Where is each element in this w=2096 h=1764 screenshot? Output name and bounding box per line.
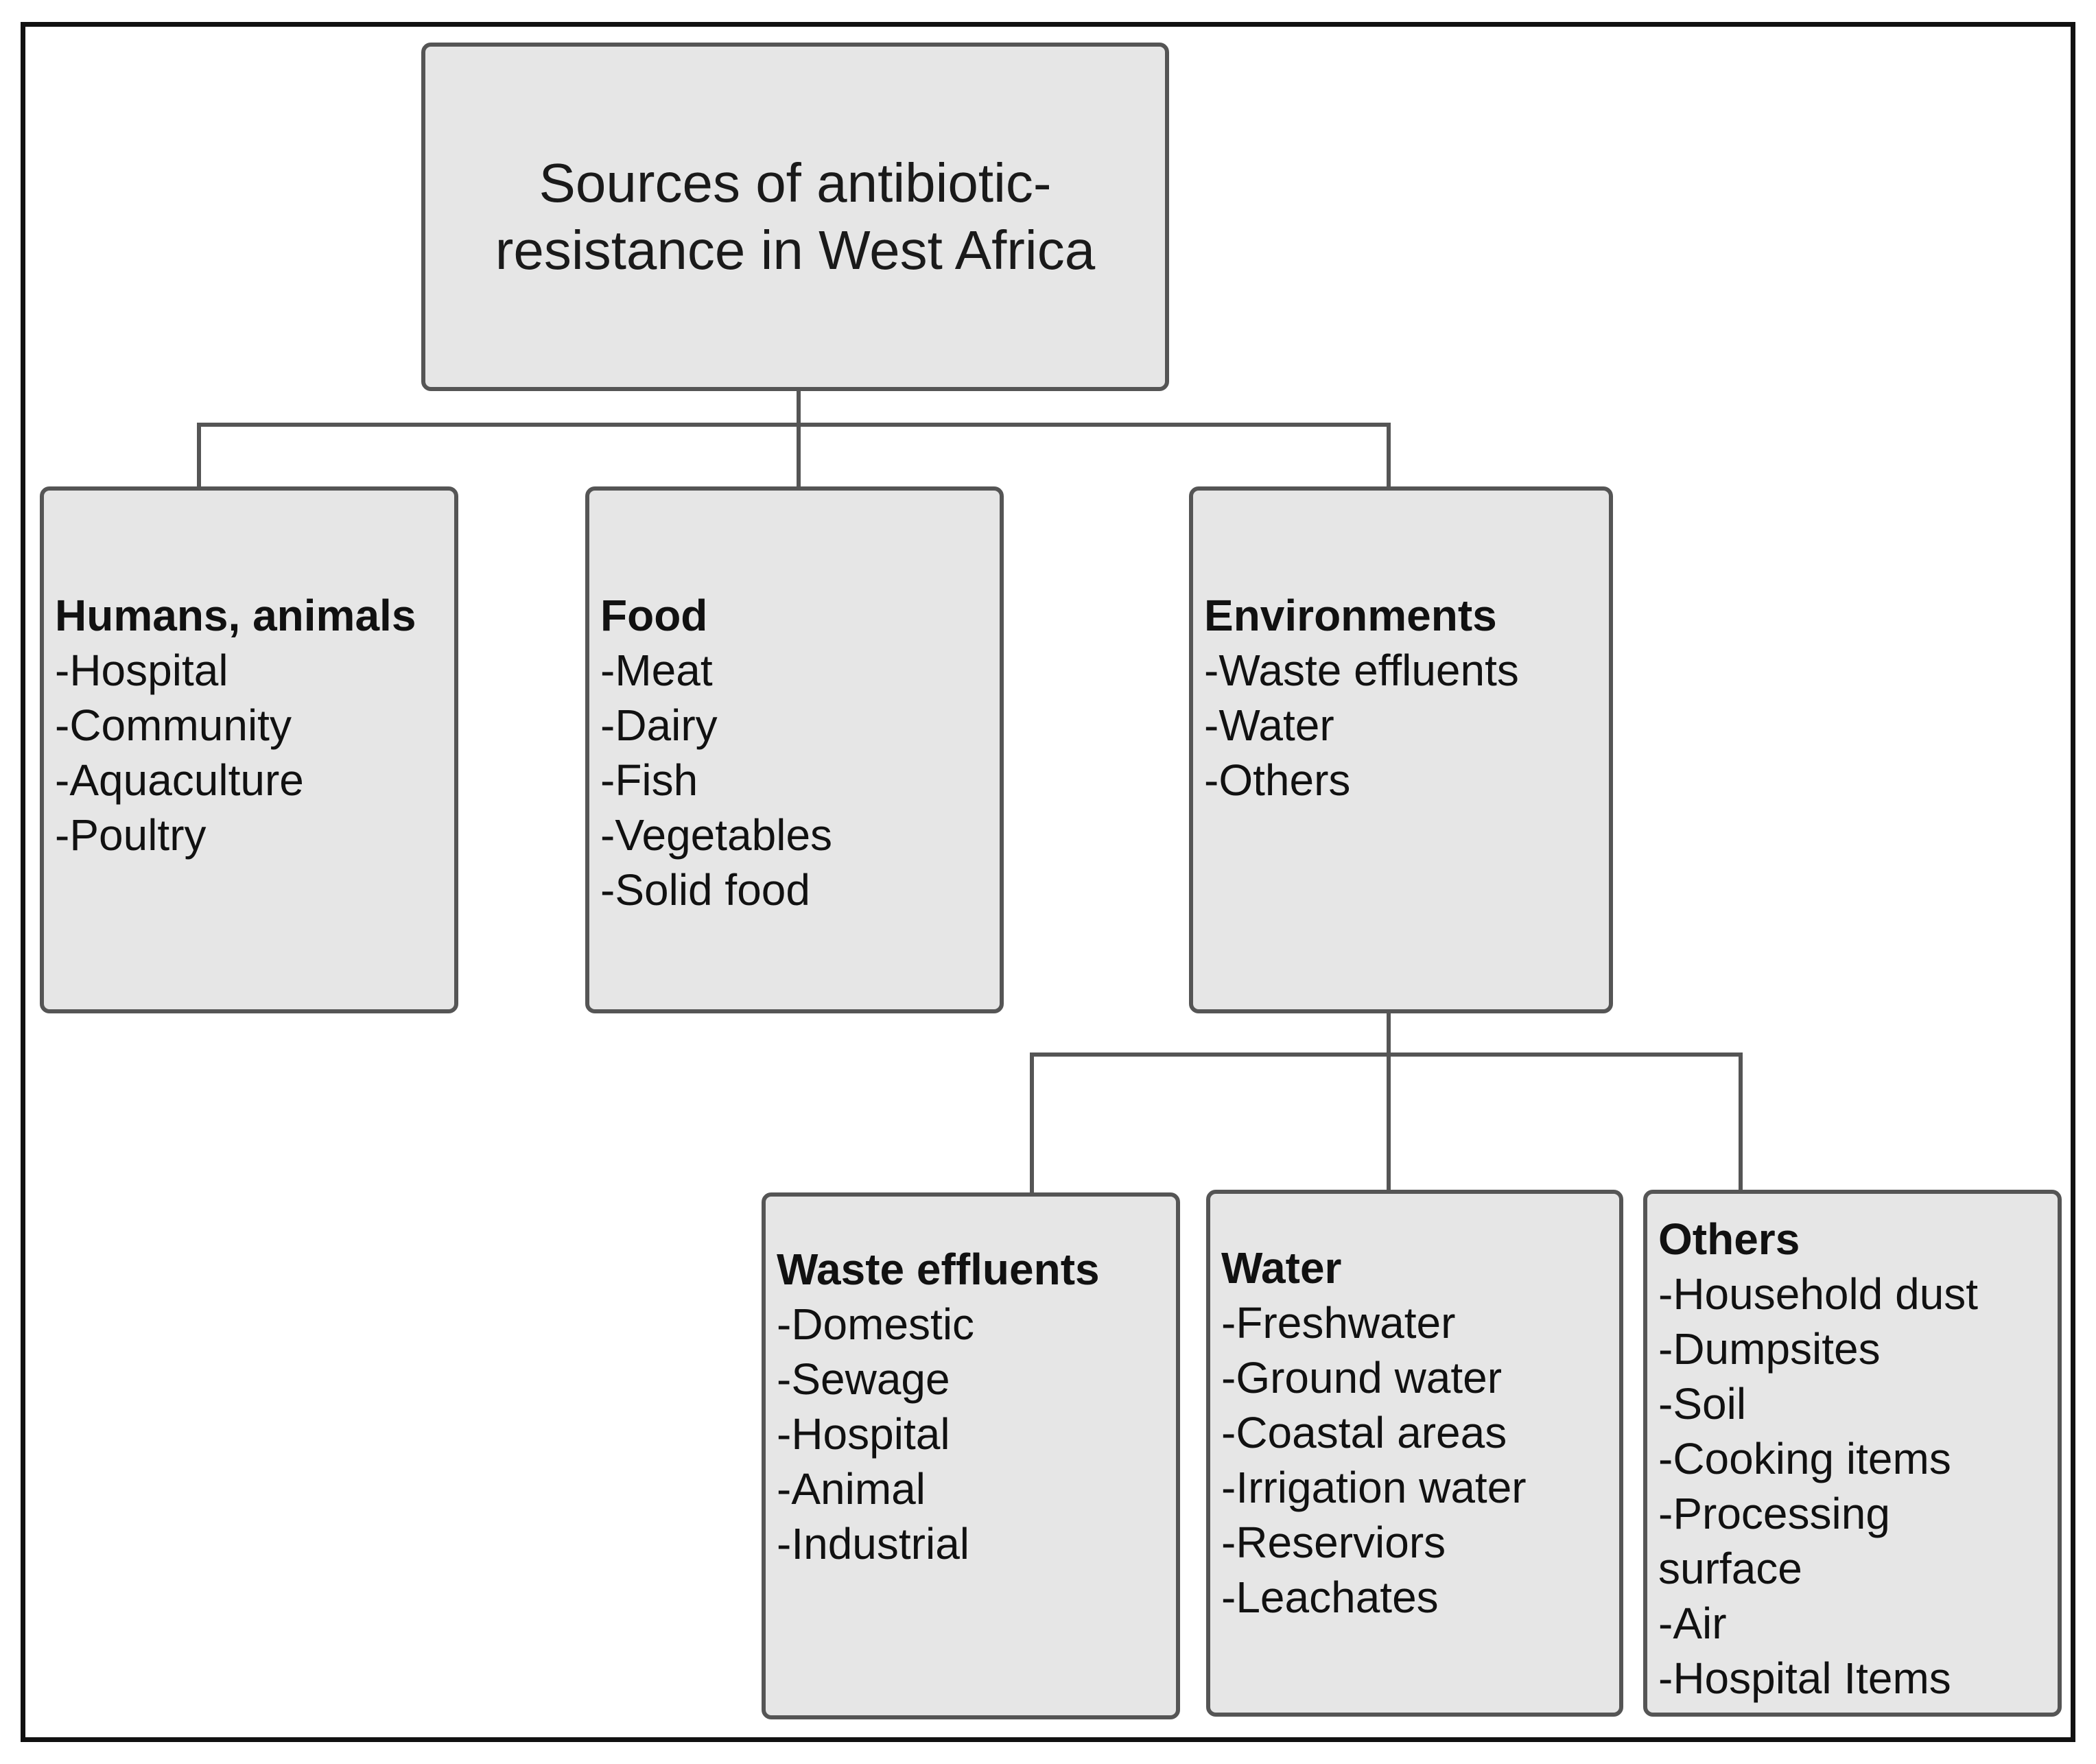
box-heading: Others — [1658, 1214, 1800, 1264]
list-item: -Industrial — [777, 1519, 969, 1568]
list-item: -Others — [1204, 755, 1351, 805]
list-item: -Domestic — [777, 1300, 975, 1349]
list-item: -Leachates — [1221, 1573, 1439, 1622]
list-item: -Dairy — [600, 701, 718, 750]
list-item: -Hospital Items — [1658, 1654, 1951, 1703]
list-item: -Coastal areas — [1221, 1408, 1507, 1457]
item-list: -Meat -Dairy -Fish -Vegetables -Solid fo… — [600, 643, 1000, 917]
list-item: -Soil — [1658, 1379, 1747, 1428]
others-box: Others -Household dust -Dumpsites -Soil … — [1643, 1190, 2062, 1717]
item-list: -Freshwater -Ground water -Coastal areas… — [1221, 1295, 1619, 1625]
list-item: -Household dust — [1658, 1269, 1979, 1319]
item-list: -Waste effluents -Water -Others — [1204, 643, 1609, 808]
list-item: -Community — [55, 701, 292, 750]
root-title-line-2: resistance in West Africa — [495, 220, 1096, 281]
list-item: -Ground water — [1221, 1353, 1503, 1402]
list-item: -Vegetables — [600, 810, 833, 860]
water-box: Water -Freshwater -Ground water -Coastal… — [1206, 1190, 1623, 1717]
item-list: -Household dust -Dumpsites -Soil -Cookin… — [1658, 1267, 2058, 1706]
list-item: -Waste effluents — [1204, 646, 1519, 695]
box-heading: Water — [1221, 1243, 1342, 1293]
root-title-line-1: Sources of antibiotic- — [539, 152, 1052, 213]
list-item: -Sewage — [777, 1354, 950, 1404]
list-item: -Poultry — [55, 810, 207, 860]
diagram-frame — [21, 22, 2075, 1742]
humans-animals-box: Humans, animals -Hospital -Community -Aq… — [40, 486, 458, 1013]
waste-effluents-box: Waste effluents -Domestic -Sewage -Hospi… — [762, 1192, 1180, 1719]
list-item: -Aquaculture — [55, 755, 304, 805]
box-heading: Environments — [1204, 591, 1497, 640]
list-item: -Processing surface — [1658, 1489, 1890, 1593]
list-item: -Solid food — [600, 865, 810, 915]
box-heading: Food — [600, 591, 708, 640]
box-heading: Waste effluents — [777, 1245, 1100, 1294]
list-item: -Hospital — [55, 646, 228, 695]
list-item: -Cooking items — [1658, 1434, 1951, 1483]
list-item: -Dumpsites — [1658, 1324, 1881, 1374]
item-list: -Domestic -Sewage -Hospital -Animal -Ind… — [777, 1297, 1176, 1571]
item-list: -Hospital -Community -Aquaculture -Poult… — [55, 643, 454, 862]
list-item: -Water — [1204, 701, 1334, 750]
environments-box: Environments -Waste effluents -Water -Ot… — [1189, 486, 1613, 1013]
list-item: -Meat — [600, 646, 713, 695]
root-node: Sources of antibiotic- resistance in Wes… — [421, 43, 1169, 391]
list-item: -Reserviors — [1221, 1518, 1446, 1567]
box-heading: Humans, animals — [55, 591, 416, 640]
list-item: -Fish — [600, 755, 698, 805]
list-item: -Animal — [777, 1464, 926, 1514]
list-item: -Irrigation water — [1221, 1463, 1527, 1512]
list-item: -Hospital — [777, 1409, 950, 1459]
list-item: -Air — [1658, 1599, 1727, 1648]
list-item: -Freshwater — [1221, 1298, 1456, 1348]
food-box: Food -Meat -Dairy -Fish -Vegetables -Sol… — [585, 486, 1004, 1013]
